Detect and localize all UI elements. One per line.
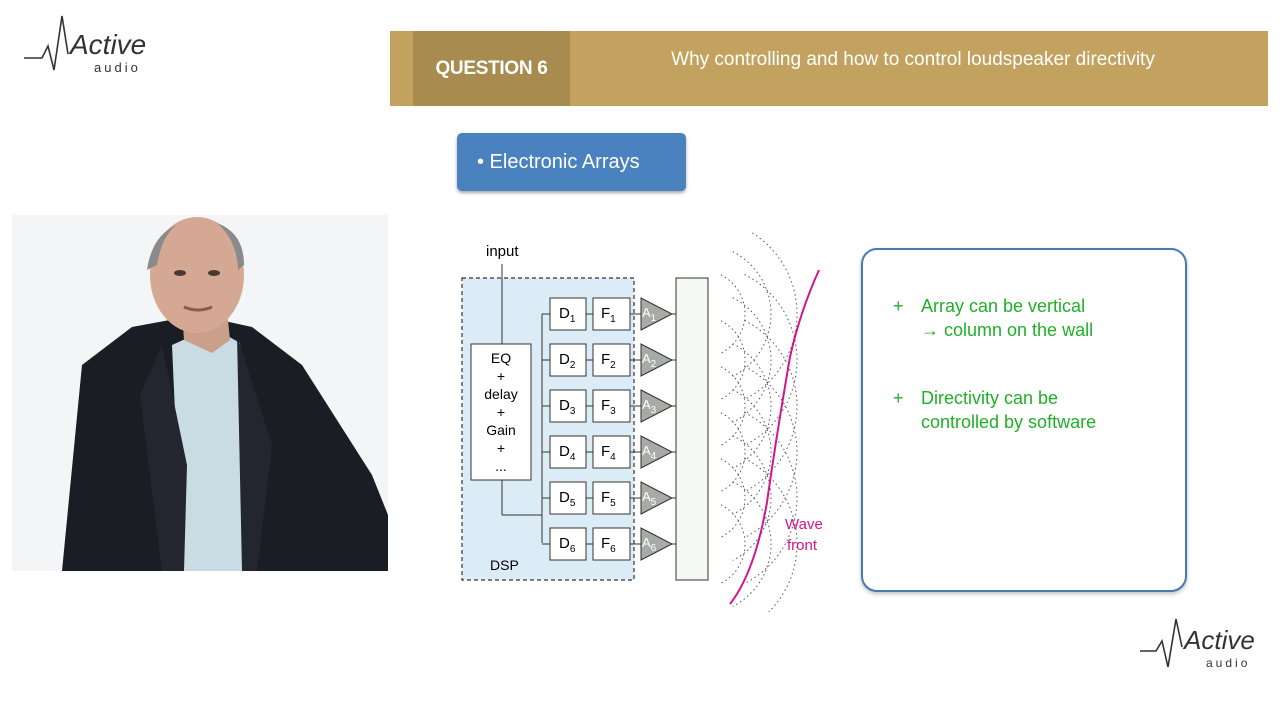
filter-box-6 — [592, 527, 631, 561]
amplifier-4 — [640, 435, 674, 469]
wavefront-label-1: Wave — [785, 516, 823, 533]
processor-line-1: EQ — [491, 350, 511, 366]
processor-line-2: + — [497, 368, 505, 384]
processor-line-4: + — [497, 404, 505, 420]
note-1-bullet: + — [893, 296, 904, 316]
filter-label-5: F5 — [601, 489, 616, 509]
processor-line-6: + — [497, 440, 505, 456]
logo-sub: audio — [94, 60, 141, 75]
filter-label-2: F2 — [601, 351, 616, 371]
speaker-column — [675, 277, 709, 581]
filter-box-3 — [592, 389, 631, 423]
section-electronic-arrays: • Electronic Arrays — [457, 133, 686, 191]
note-2-line-1: Directivity can be — [921, 388, 1059, 408]
amplifier-3 — [640, 389, 674, 423]
header-title: Why controlling and how to control louds… — [671, 49, 1155, 70]
amplifier-2 — [640, 343, 674, 377]
question-label: QUESTION 6 — [413, 31, 570, 106]
delay-label-2: D2 — [559, 351, 576, 371]
dsp-label: DSP — [490, 557, 519, 573]
processor-box — [470, 343, 532, 481]
filter-label-4: F4 — [601, 443, 616, 463]
wavefront-line — [729, 269, 820, 605]
logo-bottom-word: Active — [1182, 625, 1255, 655]
notes-panel: + Array can be vertical → column on the … — [861, 248, 1187, 592]
note-1-line-1: Array can be vertical — [921, 296, 1086, 316]
amplifier-1 — [640, 297, 674, 331]
logo-bottom-sub: audio — [1206, 656, 1250, 670]
filter-label-3: F3 — [601, 397, 616, 417]
amp-label-1: A1 — [642, 305, 657, 324]
wavefront-label-2: front — [787, 537, 818, 554]
processor-line-3: delay — [484, 386, 517, 402]
amp-label-5: A5 — [642, 489, 657, 508]
filter-label-6: F6 — [601, 535, 616, 555]
delay-label-4: D4 — [559, 443, 576, 463]
presenter-video — [12, 215, 388, 571]
delay-box-5 — [549, 481, 587, 515]
active-audio-logo-bottom: Active audio — [1138, 615, 1278, 685]
processor-line-7: ... — [495, 458, 507, 474]
amp-label-4: A4 — [642, 443, 657, 462]
note-2-bullet: + — [893, 388, 904, 408]
electronic-array-diagram: DSP input EQ + delay + Gain + ... D1 F1 A1… — [455, 227, 845, 631]
amplifier-6 — [640, 527, 674, 561]
filter-label-1: F1 — [601, 305, 616, 325]
input-label: input — [486, 243, 519, 260]
note-2-line-2: controlled by software — [921, 412, 1097, 432]
amp-label-3: A3 — [642, 397, 657, 416]
delay-box-4 — [549, 435, 587, 469]
delay-label-5: D5 — [559, 489, 576, 509]
delay-box-2 — [549, 343, 587, 377]
delay-box-3 — [549, 389, 587, 423]
processor-line-5: Gain — [486, 422, 516, 438]
amp-label-6: A6 — [642, 535, 657, 554]
active-audio-logo: Active audio — [22, 10, 162, 80]
logo-word: Active — [68, 29, 146, 60]
delay-label-6: D6 — [559, 535, 576, 555]
amp-label-2: A2 — [642, 351, 657, 370]
filter-box-4 — [592, 435, 631, 469]
amplifier-5 — [640, 481, 674, 515]
note-1-line-2: → column on the wall — [921, 320, 1094, 340]
delay-label-1: D1 — [559, 305, 576, 325]
filter-box-5 — [592, 481, 631, 515]
delay-label-3: D3 — [559, 397, 576, 417]
